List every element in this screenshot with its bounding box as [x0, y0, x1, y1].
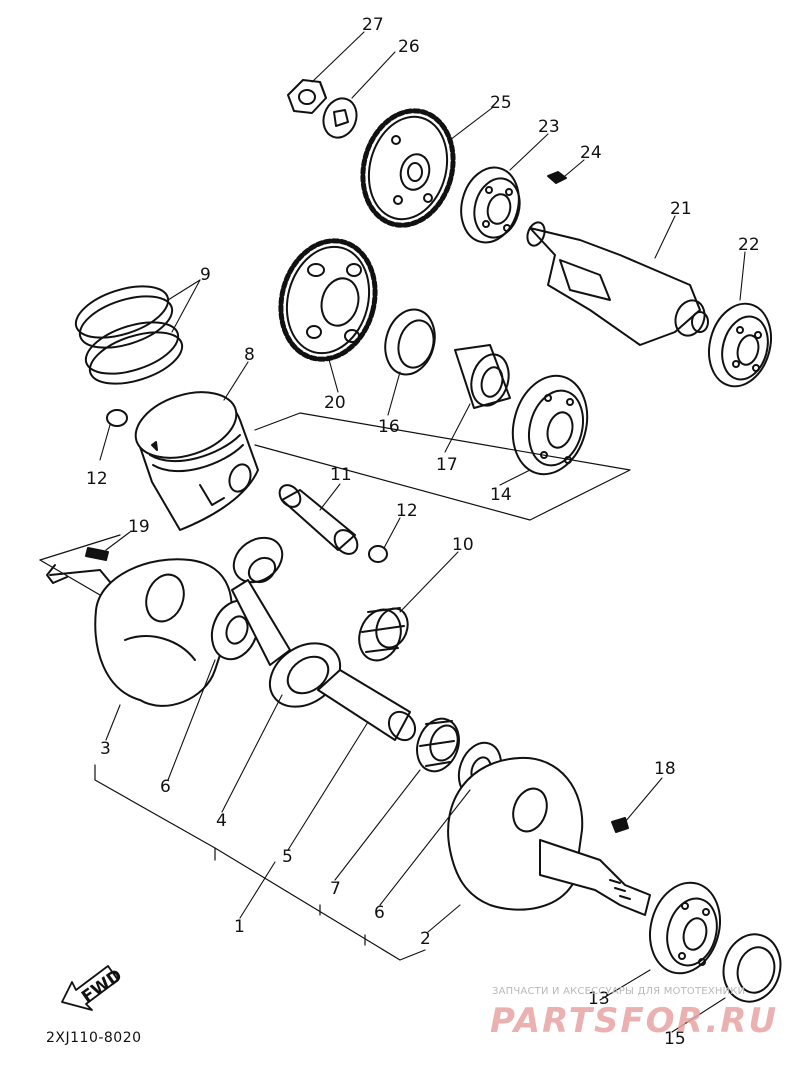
bearing-14 — [511, 374, 589, 476]
piston-8 — [134, 391, 259, 531]
callout-26: 26 — [398, 37, 420, 57]
callout-4: 4 — [216, 811, 227, 831]
key-24 — [547, 171, 567, 184]
callout-22: 22 — [738, 235, 760, 255]
callout-3: 3 — [100, 739, 111, 759]
callout-8: 8 — [244, 345, 255, 365]
spacer-17 — [454, 344, 511, 409]
callout-10: 10 — [452, 535, 474, 555]
callout-6-left: 6 — [160, 777, 171, 797]
callout-15: 15 — [664, 1029, 686, 1049]
callout-27: 27 — [362, 15, 384, 35]
callout-14: 14 — [490, 485, 512, 505]
callout-25: 25 — [490, 93, 512, 113]
nut-27 — [287, 79, 327, 114]
piston-rings-9 — [74, 285, 184, 385]
fwd-arrow-icon — [61, 965, 119, 1011]
callout-23: 23 — [538, 117, 560, 137]
callout-11: 11 — [330, 465, 352, 485]
part-callouts: 27 26 25 23 24 21 22 9 8 20 16 17 14 12 … — [86, 15, 760, 1049]
callout-12-right: 12 — [396, 501, 418, 521]
callout-9: 9 — [200, 265, 211, 285]
gear-25 — [360, 108, 456, 228]
callout-21: 21 — [670, 199, 692, 219]
leader-lines — [99, 31, 746, 1033]
bearing-16 — [384, 308, 436, 376]
callout-1: 1 — [234, 917, 245, 937]
watermark-logo: PARTSFOR.RU — [490, 1001, 778, 1040]
circlip-12-left — [106, 409, 128, 427]
bearing-22 — [708, 302, 772, 388]
watermark-tagline: ЗАПЧАСТИ И АКСЕССУАРЫ ДЛЯ МОТОТЕХНИКИ — [492, 986, 746, 997]
callout-5: 5 — [282, 847, 293, 867]
callout-2: 2 — [420, 929, 431, 949]
callout-19: 19 — [128, 517, 150, 537]
crank-right-2 — [447, 756, 651, 916]
needle-bearing-10 — [358, 607, 409, 662]
crank-pin-5 — [317, 669, 417, 742]
group-bracket-lower — [94, 764, 426, 961]
piston-pin-11 — [278, 484, 359, 555]
callout-6-right: 6 — [374, 903, 385, 923]
gear-20 — [278, 238, 378, 362]
balancer-shaft-21 — [526, 221, 709, 346]
callout-13: 13 — [588, 989, 610, 1009]
crank-left-3 — [46, 558, 233, 707]
oil-seal-15 — [722, 933, 782, 1003]
callout-7: 7 — [330, 879, 341, 899]
watermark-brand: PARTSFOR.RU — [490, 1001, 778, 1040]
group-bracket-middle — [39, 534, 121, 596]
callout-12-left: 12 — [86, 469, 108, 489]
bearing-23 — [460, 166, 521, 244]
callout-24: 24 — [580, 143, 602, 163]
bearing-7 — [416, 717, 460, 773]
callout-17: 17 — [436, 455, 458, 475]
diagram-code: 2XJ110-8020 — [46, 1030, 142, 1046]
callout-18: 18 — [654, 759, 676, 779]
key-18 — [611, 817, 629, 833]
lock-washer-26 — [322, 97, 358, 139]
group-bracket-upper — [254, 412, 631, 521]
circlip-12-right — [368, 545, 388, 563]
bearing-13 — [649, 881, 721, 975]
key-19 — [85, 547, 109, 561]
callout-20: 20 — [324, 393, 346, 413]
callout-16: 16 — [378, 417, 400, 437]
